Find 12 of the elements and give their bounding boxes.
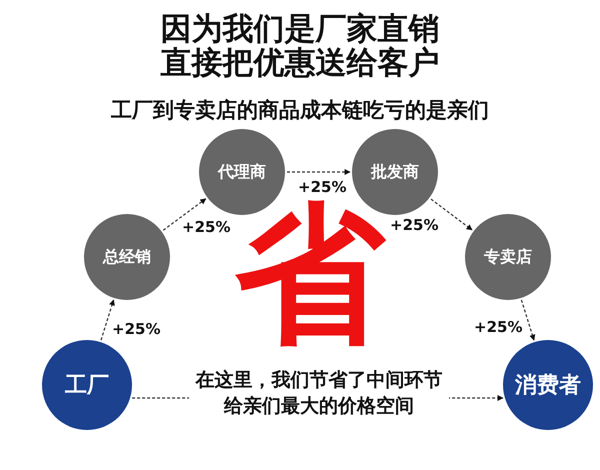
arrow bbox=[100, 299, 115, 340]
arrow bbox=[430, 198, 473, 230]
arrow bbox=[287, 169, 351, 175]
circle-node: 工厂 bbox=[42, 340, 132, 430]
circle-node: 消费者 bbox=[503, 340, 593, 430]
circle-node: 专卖店 bbox=[465, 214, 551, 300]
arrow bbox=[520, 300, 536, 341]
circle-node: 代理商 bbox=[199, 129, 285, 215]
subtitle: 工厂到专卖店的商品成本链吃亏的是亲们 bbox=[110, 97, 490, 124]
title: 因为我们是厂家直销直接把优惠送给客户 bbox=[160, 12, 440, 80]
arrow bbox=[162, 198, 206, 231]
circle-node: 总经销 bbox=[84, 214, 170, 300]
